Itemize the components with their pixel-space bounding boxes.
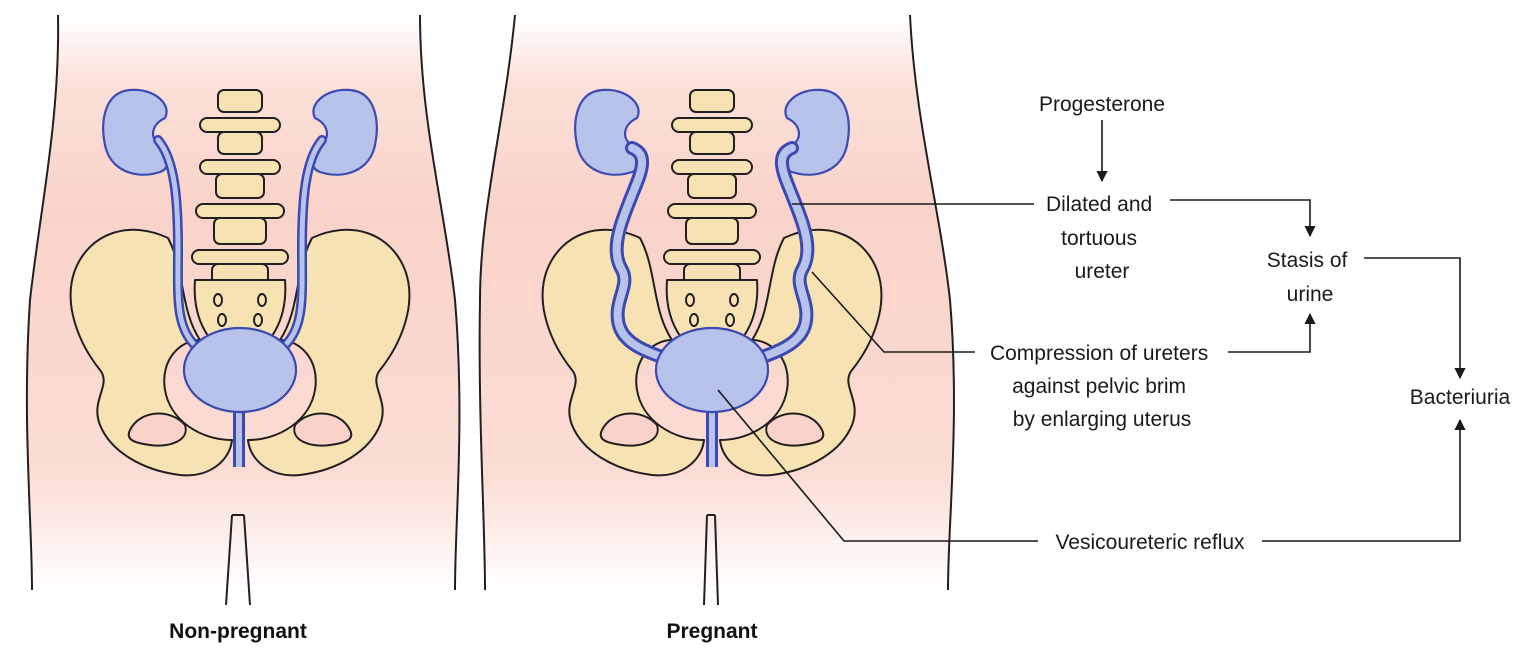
panel-non-pregnant: Non-pregnant — [25, 14, 461, 643]
arrow-compression-to-stasis — [1228, 312, 1316, 353]
label-vesicoureteric-reflux: Vesicoureteric reflux — [1055, 531, 1245, 554]
label-bacteriuria: Bacteriuria — [1410, 386, 1511, 409]
panel-pregnant: Pregnant — [478, 14, 955, 643]
arrow-stasis-to-bacteriuria — [1364, 257, 1466, 380]
arrow-reflux-to-bacteriuria — [1262, 418, 1466, 542]
label-compression: Compression of ureters against pelvic br… — [990, 342, 1214, 431]
flow-labels: Progesterone Dilated and tortuous ureter… — [990, 93, 1511, 554]
leader-vesicoureteric-reflux — [717, 389, 1038, 542]
arrow-dilated-to-stasis — [1170, 199, 1316, 238]
label-progesterone: Progesterone — [1039, 93, 1165, 116]
leader-compression-pelvic-brim — [811, 271, 975, 353]
bladder-non-pregnant — [182, 326, 298, 414]
bladder-pregnant — [654, 326, 770, 414]
label-stasis-of-urine: Stasis of urine — [1267, 249, 1353, 306]
flow-connectors — [717, 120, 1466, 542]
caption-non-pregnant: Non-pregnant — [169, 620, 307, 643]
caption-pregnant: Pregnant — [666, 620, 757, 643]
label-dilated-ureter: Dilated and tortuous ureter — [1046, 193, 1158, 283]
